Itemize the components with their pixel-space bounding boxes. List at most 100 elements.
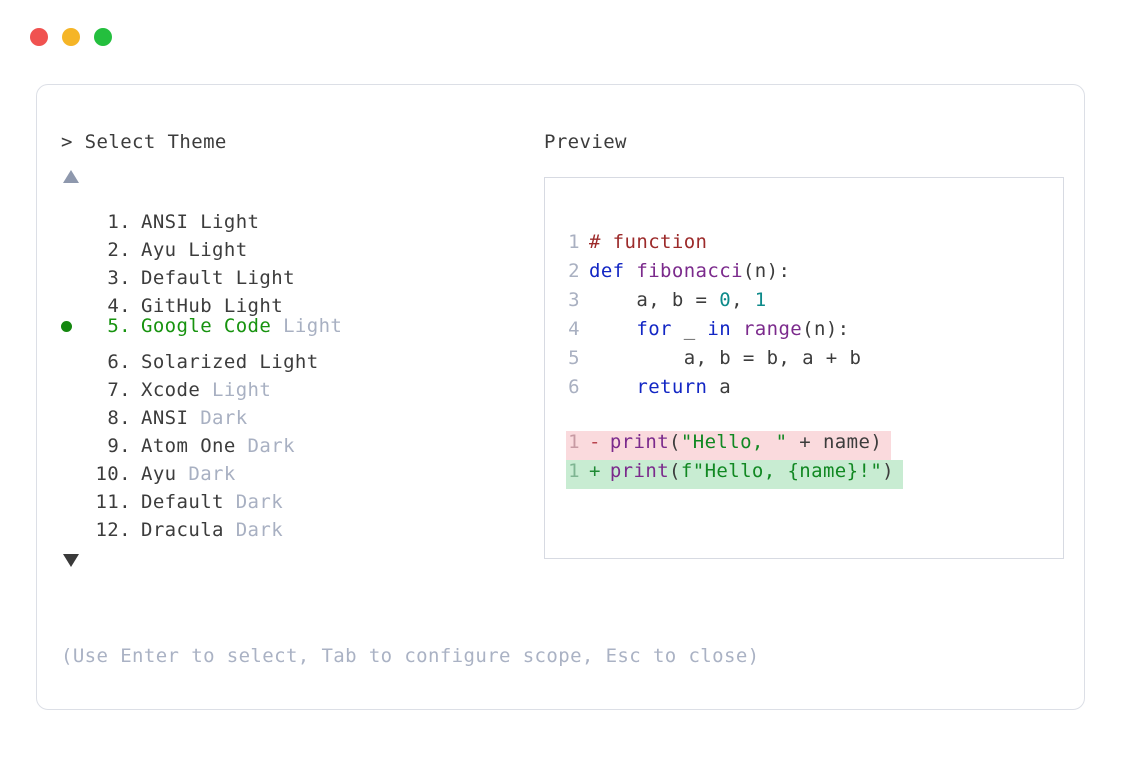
theme-item-name: ANSI Light (141, 211, 260, 233)
code-token: + name) (787, 431, 883, 453)
code-token: ) (882, 460, 894, 482)
scroll-down-indicator[interactable] (61, 552, 531, 572)
prompt-label: > Select Theme (61, 131, 227, 153)
keyboard-hint: (Use Enter to select, Tab to configure s… (61, 645, 760, 667)
code-token: a (707, 376, 732, 398)
selection-bullet-cell (61, 312, 87, 340)
line-number: 1 (568, 431, 580, 453)
theme-item-variant: Dark (223, 491, 284, 513)
maximize-window-button[interactable] (94, 28, 112, 46)
selection-bullet-cell (61, 424, 87, 452)
theme-list-item[interactable]: 1.ANSI Light (61, 200, 531, 233)
selection-bullet-cell (61, 452, 87, 480)
code-text: a, b = b, a + b (580, 347, 861, 369)
code-token: print (609, 431, 670, 453)
line-number: 5 (568, 347, 580, 369)
code-text: a, b = 0, 1 (580, 289, 767, 311)
window-traffic-lights (30, 28, 112, 46)
code-token: f"Hello, {name}!" (680, 460, 883, 482)
theme-list-item[interactable]: 7. Xcode Light (61, 368, 531, 401)
scroll-up-indicator[interactable] (61, 168, 531, 188)
theme-item-variant: Light (271, 314, 343, 337)
selection-bullet-cell (61, 284, 87, 312)
code-line: 3 a, b = 0, 1 (566, 289, 903, 318)
selection-bullet-cell (61, 368, 87, 396)
code-token: _ (671, 318, 708, 340)
code-token: for (636, 318, 672, 340)
code-token: ( (669, 460, 681, 482)
theme-item-number: 5. (107, 314, 131, 337)
code-token: def (589, 260, 637, 282)
theme-list-item[interactable]: 2.Ayu Light (61, 228, 531, 261)
code-token: (n): (802, 318, 850, 340)
code-token: a, b = (589, 289, 720, 311)
theme-item-name: Ayu (141, 463, 177, 485)
theme-list-item[interactable]: 3.Default Light (61, 256, 531, 289)
theme-list-item[interactable]: 8.ANSI Dark (61, 396, 531, 429)
minimize-window-button[interactable] (62, 28, 80, 46)
selection-bullet-cell (61, 508, 87, 536)
code-text: return a (580, 376, 731, 398)
code-text: # function (580, 231, 707, 253)
code-line: 6 return a (566, 376, 903, 405)
code-token: (n): (742, 260, 791, 282)
code-token: # function (589, 231, 708, 253)
theme-item-name: Xcode (141, 379, 201, 401)
theme-item-name: Dracula (141, 519, 224, 541)
selection-bullet-cell (61, 228, 87, 256)
theme-item-number: 2. (107, 239, 131, 261)
theme-item-number: 6. (107, 351, 131, 373)
close-window-button[interactable] (30, 28, 48, 46)
selection-bullet-cell (61, 480, 87, 508)
code-token: print (609, 460, 670, 482)
theme-list-item[interactable]: 11. Default Dark (61, 480, 531, 513)
code-token: fibonacci (636, 260, 743, 282)
code-token: a, b = b, a + b (589, 347, 862, 369)
line-number: 3 (568, 289, 580, 311)
theme-list-item[interactable]: 5. Google Code Light (61, 312, 531, 340)
theme-item-variant: Dark (223, 519, 284, 541)
line-number: 4 (568, 318, 580, 340)
code-token: range (742, 318, 803, 340)
theme-item-variant: Dark (176, 463, 236, 485)
theme-list-item[interactable]: 10.Ayu Dark (61, 452, 531, 485)
code-token (589, 376, 636, 398)
theme-item-variant: Light (200, 379, 272, 401)
theme-list-item[interactable]: 6.Solarized Light (61, 340, 531, 373)
theme-list-item[interactable]: 4. GitHub Light (61, 284, 531, 317)
selection-bullet-cell (61, 340, 87, 368)
theme-item-name: Atom One (141, 435, 236, 457)
theme-item-name: Google Code (141, 314, 272, 337)
selection-bullet-cell (61, 396, 87, 424)
line-number: 2 (568, 260, 580, 282)
code-text: def fibonacci(n): (580, 260, 790, 282)
theme-item-number: 7. (107, 379, 131, 401)
code-line: 1# function (566, 231, 903, 260)
code-spacer (566, 405, 903, 431)
code-line: 5 a, b = b, a + b (566, 347, 903, 376)
code-text: print(f"Hello, {name}!") (601, 460, 903, 482)
theme-item-number: 4. (107, 295, 131, 317)
diff-removed-line: 1-print("Hello, " + name) (566, 431, 892, 460)
code-token: "Hello, " (680, 431, 788, 453)
code-token (589, 318, 636, 340)
theme-item-name: ANSI (141, 407, 189, 429)
theme-item-name: Default Light (141, 267, 295, 289)
theme-list-item[interactable]: 12.Dracula Dark (61, 508, 531, 541)
code-token: in (707, 318, 732, 340)
selected-bullet-icon (61, 320, 72, 332)
selection-bullet-cell (61, 256, 87, 284)
diff-sign: + (589, 460, 601, 482)
theme-item-number: 11. (95, 491, 131, 513)
theme-list-item[interactable]: 9.Atom One Dark (61, 424, 531, 457)
theme-item-name: Default (141, 491, 224, 513)
triangle-up-icon (63, 170, 79, 183)
code-text: for _ in range(n): (580, 318, 850, 340)
line-number: 6 (568, 376, 580, 398)
theme-item-name: GitHub Light (141, 295, 284, 317)
